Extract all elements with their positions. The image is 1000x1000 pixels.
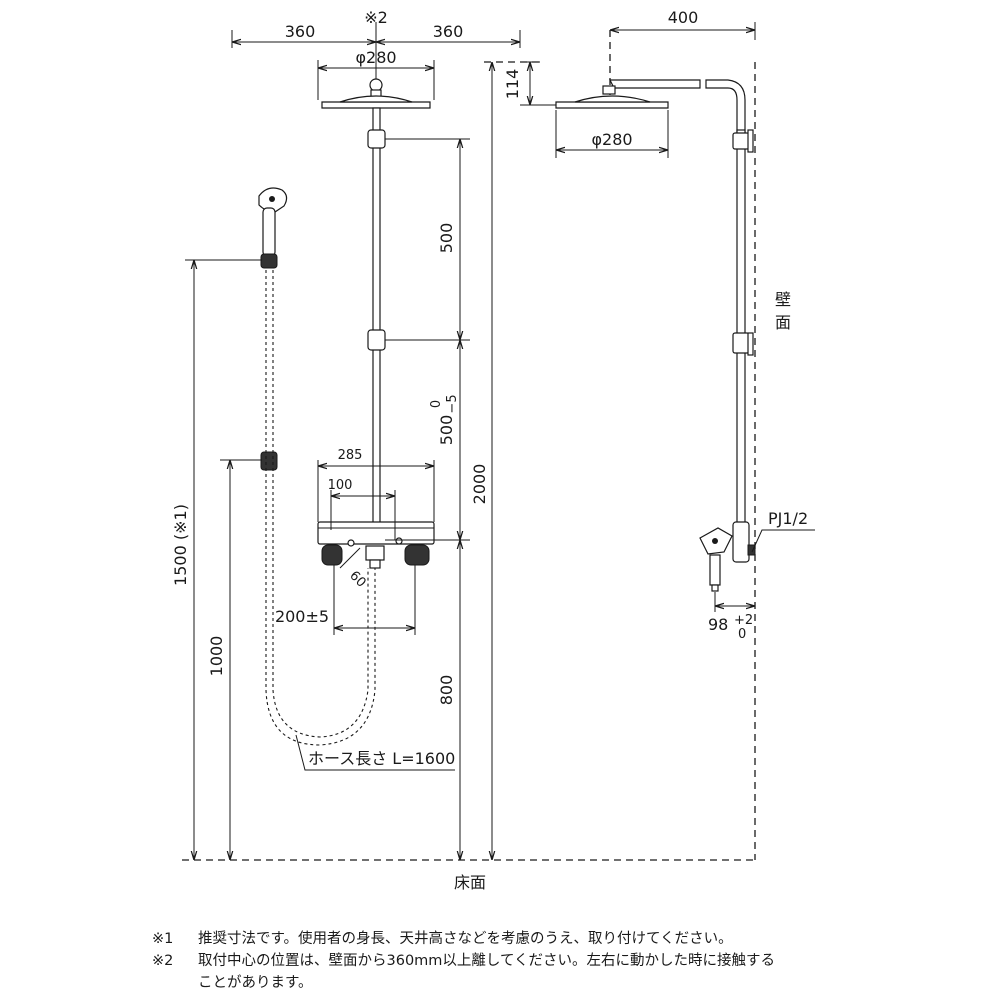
thermostat-mixer-front — [317, 521, 435, 569]
dim-98: 98 — [708, 615, 728, 634]
footnote-1-mark: ※1 — [152, 931, 174, 947]
thread-size-label: PJ1/2 — [768, 509, 808, 528]
side-view: 400 114 φ280 — [503, 8, 815, 642]
overhead-shower-side — [555, 79, 746, 133]
dim-2000: 2000 — [470, 464, 489, 505]
dim-98-tol-upper: +2 — [734, 613, 753, 628]
footnote-2-text: 取付中心の位置は、壁面から360mm以上離してください。左右に動かした時に接触す… — [198, 953, 776, 969]
dim-500-tol-upper: 0 — [429, 400, 444, 408]
dim-285: 285 — [338, 448, 363, 463]
hand-shower — [258, 187, 288, 471]
footnote-2-cont: ことがあります。 — [198, 972, 313, 994]
footnote-2-mark: ※2 — [152, 953, 174, 969]
dim-head-diameter-front: φ280 — [355, 48, 396, 67]
floor-label: 床面 — [454, 873, 486, 892]
dim-360-left: 360 — [285, 22, 316, 41]
dim-head-diameter-side: φ280 — [591, 130, 632, 149]
dim-98-tol-lower: 0 — [738, 627, 746, 642]
note-ref-2: ※2 — [364, 8, 388, 27]
footnote-1: ※1 推奨寸法です。使用者の身長、天井高さなどを考慮のうえ、取り付けてください。 — [152, 928, 733, 950]
dim-114: 114 — [503, 69, 522, 100]
dim-500-upper: 500 — [437, 223, 456, 254]
dim-60: 60 — [346, 568, 368, 590]
dim-1500: 1500 (※1) — [171, 504, 190, 586]
dim-1000: 1000 — [207, 636, 226, 677]
dim-400: 400 — [668, 8, 699, 27]
overhead-shower-front — [321, 78, 431, 109]
footnote-2: ※2 取付中心の位置は、壁面から360mm以上離してください。左右に動かした時に接… — [152, 950, 775, 972]
footnote-1-text: 推奨寸法です。使用者の身長、天井高さなどを考慮のうえ、取り付けてください。 — [198, 931, 733, 947]
riser-pipe-side — [732, 129, 754, 526]
wall-label-1: 壁 — [775, 290, 791, 309]
dim-200: 200±5 — [275, 607, 329, 626]
footnote-2-cont-text: ことがあります。 — [198, 975, 313, 991]
front-view: 360 360 ※2 φ280 — [171, 8, 756, 892]
riser-pipe-front — [367, 107, 386, 524]
dim-500-lower: 500 — [437, 415, 456, 446]
dim-360-right: 360 — [433, 22, 464, 41]
hose-length-label: ホース長さ L=1600 — [308, 749, 455, 768]
shower-hose — [265, 568, 376, 746]
dim-500-tol-lower: −5 — [445, 394, 460, 413]
dim-100: 100 — [328, 478, 353, 493]
thermostat-mixer-side — [699, 521, 756, 592]
wall-label-2: 面 — [775, 313, 791, 332]
dim-800: 800 — [437, 675, 456, 706]
